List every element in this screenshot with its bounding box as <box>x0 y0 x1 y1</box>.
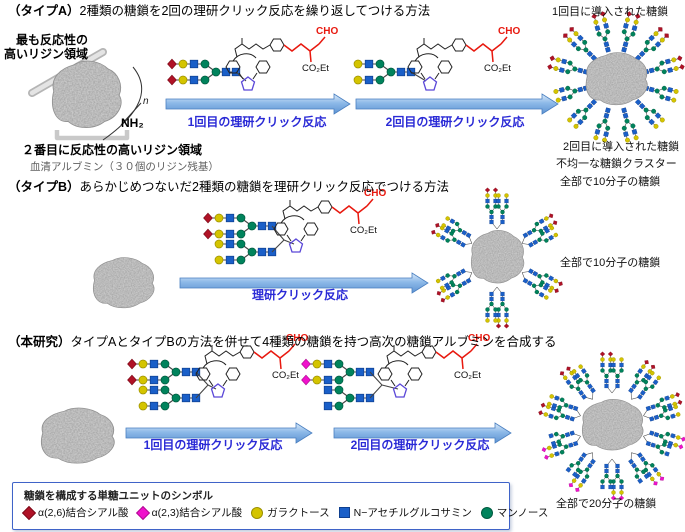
legend-box <box>12 482 510 530</box>
arrow-a2-label: 2回目の理研クリック反応 <box>385 115 525 129</box>
sia23-diamond-icon <box>135 505 150 520</box>
second-reactive-label: ２番目に反応性の高いリジン領域 <box>22 143 203 157</box>
study-title: （本研究）タイプAとタイプBの方法を併せて4種類の糖鎖を持つ高次の糖鎖アルブミン… <box>8 335 557 349</box>
legend-item-label: N−アセチルグルコサミン <box>353 507 472 519</box>
legend-title: 糖鎖を構成する単糖ユニットのシンボル <box>24 490 213 502</box>
most-reactive-label-line1: 最も反応性の <box>16 33 89 47</box>
sia26-diamond-icon <box>21 505 37 520</box>
legend-item-label: α(2,3)結合シアル酸 <box>151 507 243 519</box>
arrow-a1-label: 1回目の理研クリック反応 <box>187 115 327 129</box>
galactose-circle-icon <box>251 506 264 519</box>
legend-item-glcnac: N−アセチルグルコサミン <box>338 505 472 520</box>
legend-item-sia23: α(2,3)結合シアル酸 <box>135 505 243 520</box>
reagent-structure-study2 <box>302 332 492 410</box>
glyco-albumin-product-a <box>547 11 685 143</box>
arrow-b-label: 理研クリック反応 <box>251 288 348 302</box>
legend-item-label: α(2,6)結合シアル酸 <box>38 507 129 519</box>
nh2-label: NH₂ <box>121 116 144 130</box>
albumin-protein-type-a <box>28 48 143 141</box>
most-reactive-label-line2: 高いリジン領域 <box>4 47 89 61</box>
legend-item-man: マンノース <box>480 505 549 520</box>
legend-item-label: マンノース <box>496 507 549 519</box>
arrow-study2-label: 2回目の理研クリック反応 <box>350 438 490 452</box>
lysine-arc <box>102 66 143 141</box>
type-b-title: （タイプB）あらかじめつないだ2種類の糖鎖を理研クリック反応でつける方法 <box>8 180 449 194</box>
product-a-bottom-label3: 全部で10分子の糖鎖 <box>560 176 661 188</box>
type-b-tag: （タイプB） <box>8 180 80 194</box>
arrow-study1-label: 1回目の理研クリック反応 <box>143 438 283 452</box>
product-a-bottom-label2: 不均一な糖鎖クラスター <box>556 158 677 170</box>
product-a-top-label: 1回目に導入された糖鎖 <box>552 6 669 18</box>
product-b-label: 全部で10分子の糖鎖 <box>560 257 661 269</box>
reagent-structure-a2 <box>354 25 522 91</box>
product-a-bottom-label1: 2回目に導入された糖鎖 <box>563 141 680 153</box>
study-tag: （本研究） <box>8 335 71 349</box>
n-subscript: n <box>143 96 149 107</box>
type-a-tag: （タイプA） <box>8 4 80 18</box>
legend-item-sia26: α(2,6)結合シアル酸 <box>21 505 129 520</box>
mannose-circle-icon <box>480 506 493 519</box>
albumin-protein-type-b <box>93 258 154 308</box>
reaction-arrow-study2 <box>333 422 512 444</box>
legend-row: α(2,6)結合シアル酸 α(2,3)結合シアル酸 ガラクトース N−アセチルグ… <box>21 505 549 520</box>
glyco-albumin-product-final <box>538 352 685 500</box>
reaction-arrow-a1 <box>165 93 351 115</box>
reagent-structure-b <box>204 187 388 264</box>
albumin-caption: 血清アルブミン（３０個のリジン残基） <box>30 161 219 173</box>
legend-item-gal: ガラクトース <box>251 505 330 520</box>
reaction-arrow-study1 <box>125 422 313 444</box>
glyco-albumin-product-b <box>430 188 563 328</box>
glcnac-square-icon <box>338 507 350 518</box>
reaction-arrow-a2 <box>355 93 559 115</box>
reagent-structure-study1 <box>128 332 310 410</box>
albumin-protein-study <box>41 408 114 463</box>
lysine-bracket-bottom <box>54 130 130 141</box>
type-a-title: （タイプA）2種類の糖鎖を2回の理研クリック反応を繰り返してつける方法 <box>8 4 431 18</box>
reaction-arrow-b <box>179 272 429 294</box>
reagent-structure-a1 <box>168 25 340 91</box>
product-final-label: 全部で20分子の糖鎖 <box>556 498 657 510</box>
legend-item-label: ガラクトース <box>267 507 330 519</box>
